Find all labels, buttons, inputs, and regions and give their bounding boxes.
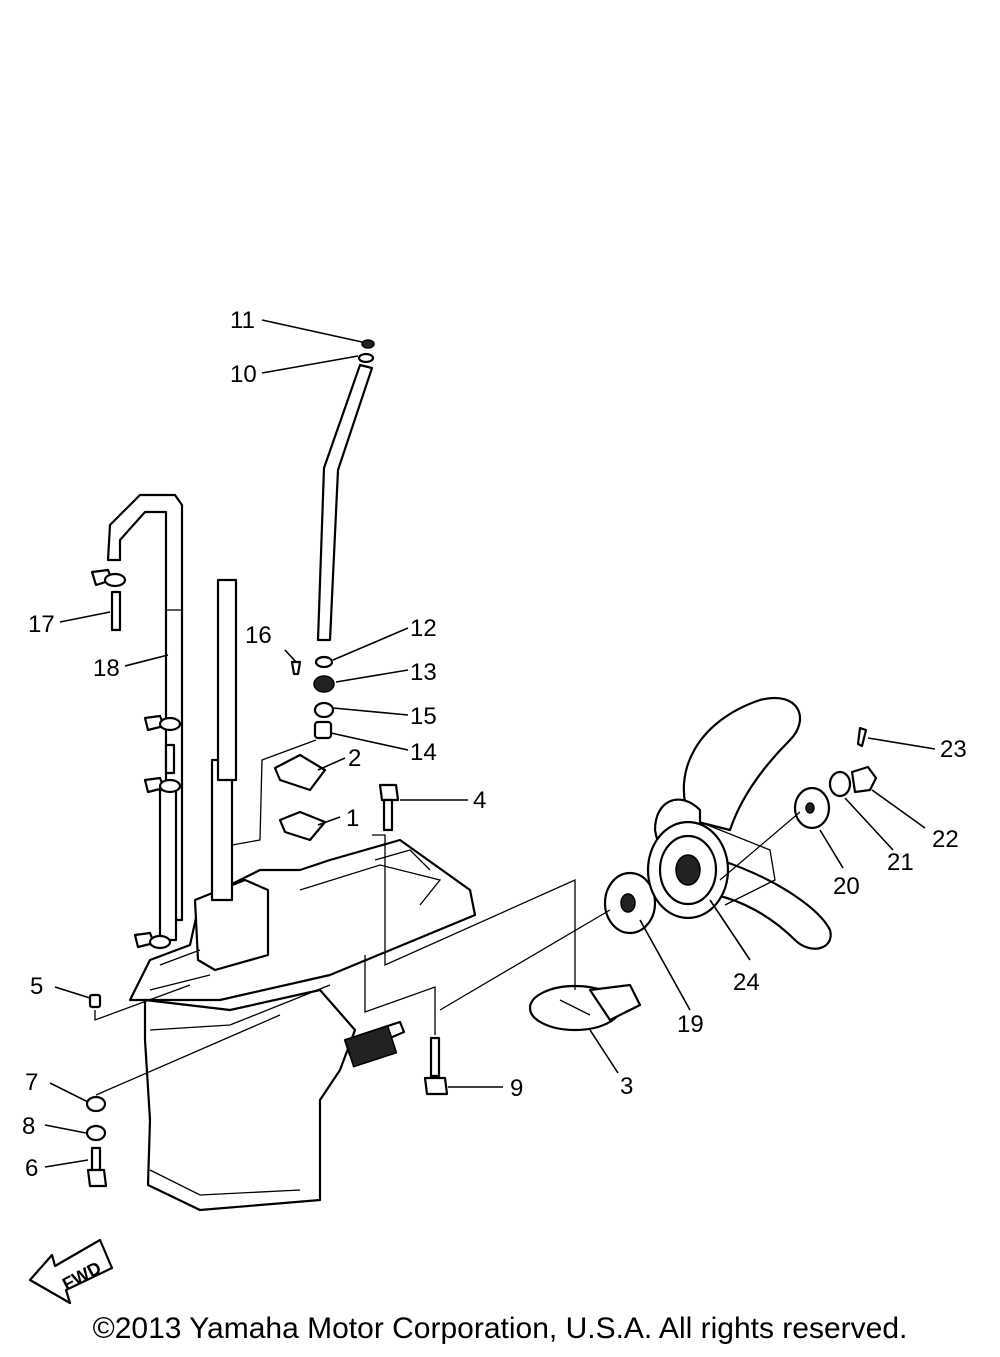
lower-unit-casing	[128, 578, 477, 1212]
thrust-washer	[603, 871, 657, 935]
callout-18: 18	[93, 655, 120, 682]
callout-10: 10	[230, 361, 257, 388]
small-fasteners	[85, 993, 108, 1188]
callout-16: 16	[245, 622, 272, 649]
copyright-notice: ©2013 Yamaha Motor Corporation, U.S.A. A…	[92, 1312, 908, 1345]
drive-shaft	[343, 1020, 406, 1068]
callout-14: 14	[410, 739, 437, 766]
propeller	[646, 697, 832, 950]
callout-15: 15	[410, 703, 437, 730]
callout-8: 8	[22, 1113, 35, 1140]
callout-2: 2	[348, 745, 361, 772]
callout-3: 3	[620, 1073, 633, 1100]
bolt-9	[423, 1036, 449, 1096]
callout-4: 4	[473, 787, 486, 814]
callout-1: 1	[346, 805, 359, 832]
tube-clamps	[90, 568, 182, 950]
water-tube	[106, 493, 184, 942]
spacer-blocks	[273, 753, 327, 842]
callout-21: 21	[887, 849, 914, 876]
callout-19: 19	[677, 1011, 704, 1038]
callout-9: 9	[510, 1075, 523, 1102]
callout-6: 6	[25, 1155, 38, 1182]
shift-rod	[316, 339, 375, 642]
callout-20: 20	[833, 873, 860, 900]
callout-23: 23	[940, 736, 967, 763]
trim-tab	[528, 983, 642, 1032]
callout-5: 5	[30, 973, 43, 1000]
callout-13: 13	[410, 659, 437, 686]
callout-12: 12	[410, 615, 437, 642]
callout-24: 24	[733, 969, 760, 996]
shift-rod-bushings	[290, 655, 335, 740]
callout-11: 11	[230, 307, 255, 334]
bolt-4	[378, 783, 400, 832]
callout-7: 7	[25, 1069, 38, 1096]
leader-lines	[44, 319, 936, 1168]
prop-hardware	[793, 726, 878, 830]
forward-arrow: FWD	[28, 1238, 114, 1305]
callout-labels: 1 2 3 4 5 6 7 8 9 10 11 12 13 14 15 16 1…	[22, 307, 967, 1182]
callout-22: 22	[932, 826, 959, 853]
callout-17: 17	[28, 611, 55, 638]
